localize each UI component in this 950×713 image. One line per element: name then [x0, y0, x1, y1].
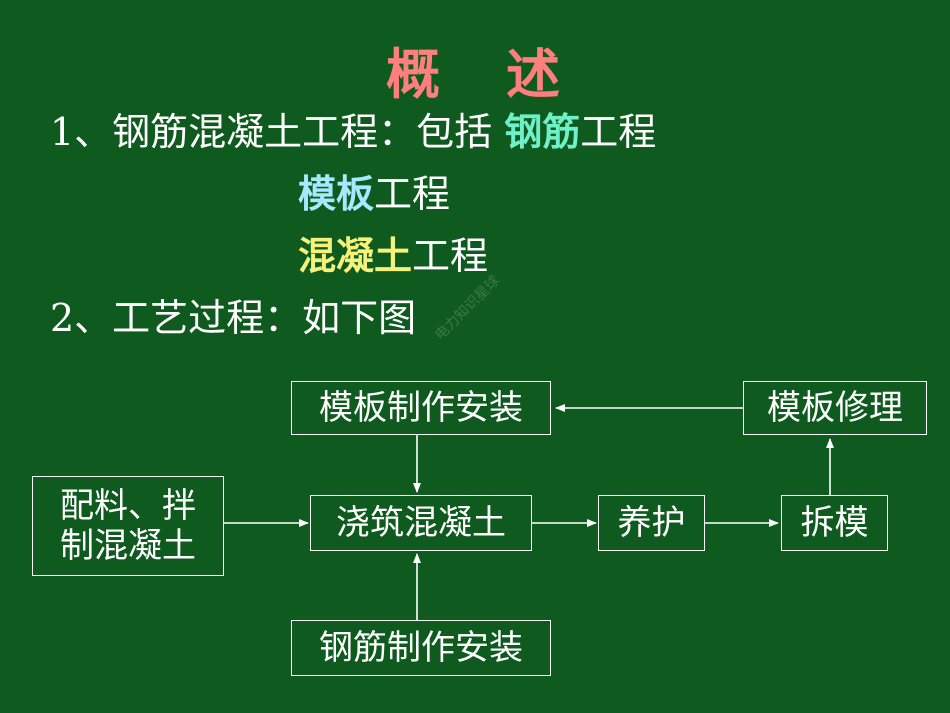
item1-rebar-rest: 工程	[580, 110, 657, 154]
title-part-2: 述	[506, 42, 564, 106]
box-demold: 拆模	[781, 495, 888, 551]
mix-line-1: 配料、拌	[60, 486, 196, 526]
item1-line1: 1、钢筋混凝土工程：包括 钢筋工程	[50, 109, 657, 155]
item1-line2: 模板工程	[298, 171, 451, 217]
title-part-1: 概	[386, 42, 444, 106]
item1-prefix: 1、钢筋混凝土工程：包括	[50, 110, 493, 154]
box-mix-concrete: 配料、拌 制混凝土	[32, 476, 224, 576]
item1-concrete-highlight: 混凝土	[298, 233, 413, 278]
item1-line3: 混凝土工程	[298, 233, 489, 279]
box-formwork-repair: 模板修理	[743, 381, 927, 435]
item1-concrete-rest: 工程	[412, 234, 489, 278]
box-rebar-install: 钢筋制作安装	[291, 620, 551, 676]
item2-text: 2、工艺过程：如下图	[50, 296, 417, 340]
item2-line: 2、工艺过程：如下图	[50, 296, 416, 340]
box-formwork-install: 模板制作安装	[291, 381, 551, 435]
item1-formwork-rest: 工程	[374, 172, 451, 216]
mix-line-2: 制混凝土	[60, 526, 196, 566]
item1-formwork-highlight: 模板	[298, 171, 375, 216]
box-pour-concrete: 浇筑混凝土	[310, 495, 532, 551]
item1-rebar-highlight: 钢筋	[504, 109, 581, 154]
box-curing: 养护	[598, 495, 705, 551]
slide-title: 概述	[0, 30, 950, 109]
